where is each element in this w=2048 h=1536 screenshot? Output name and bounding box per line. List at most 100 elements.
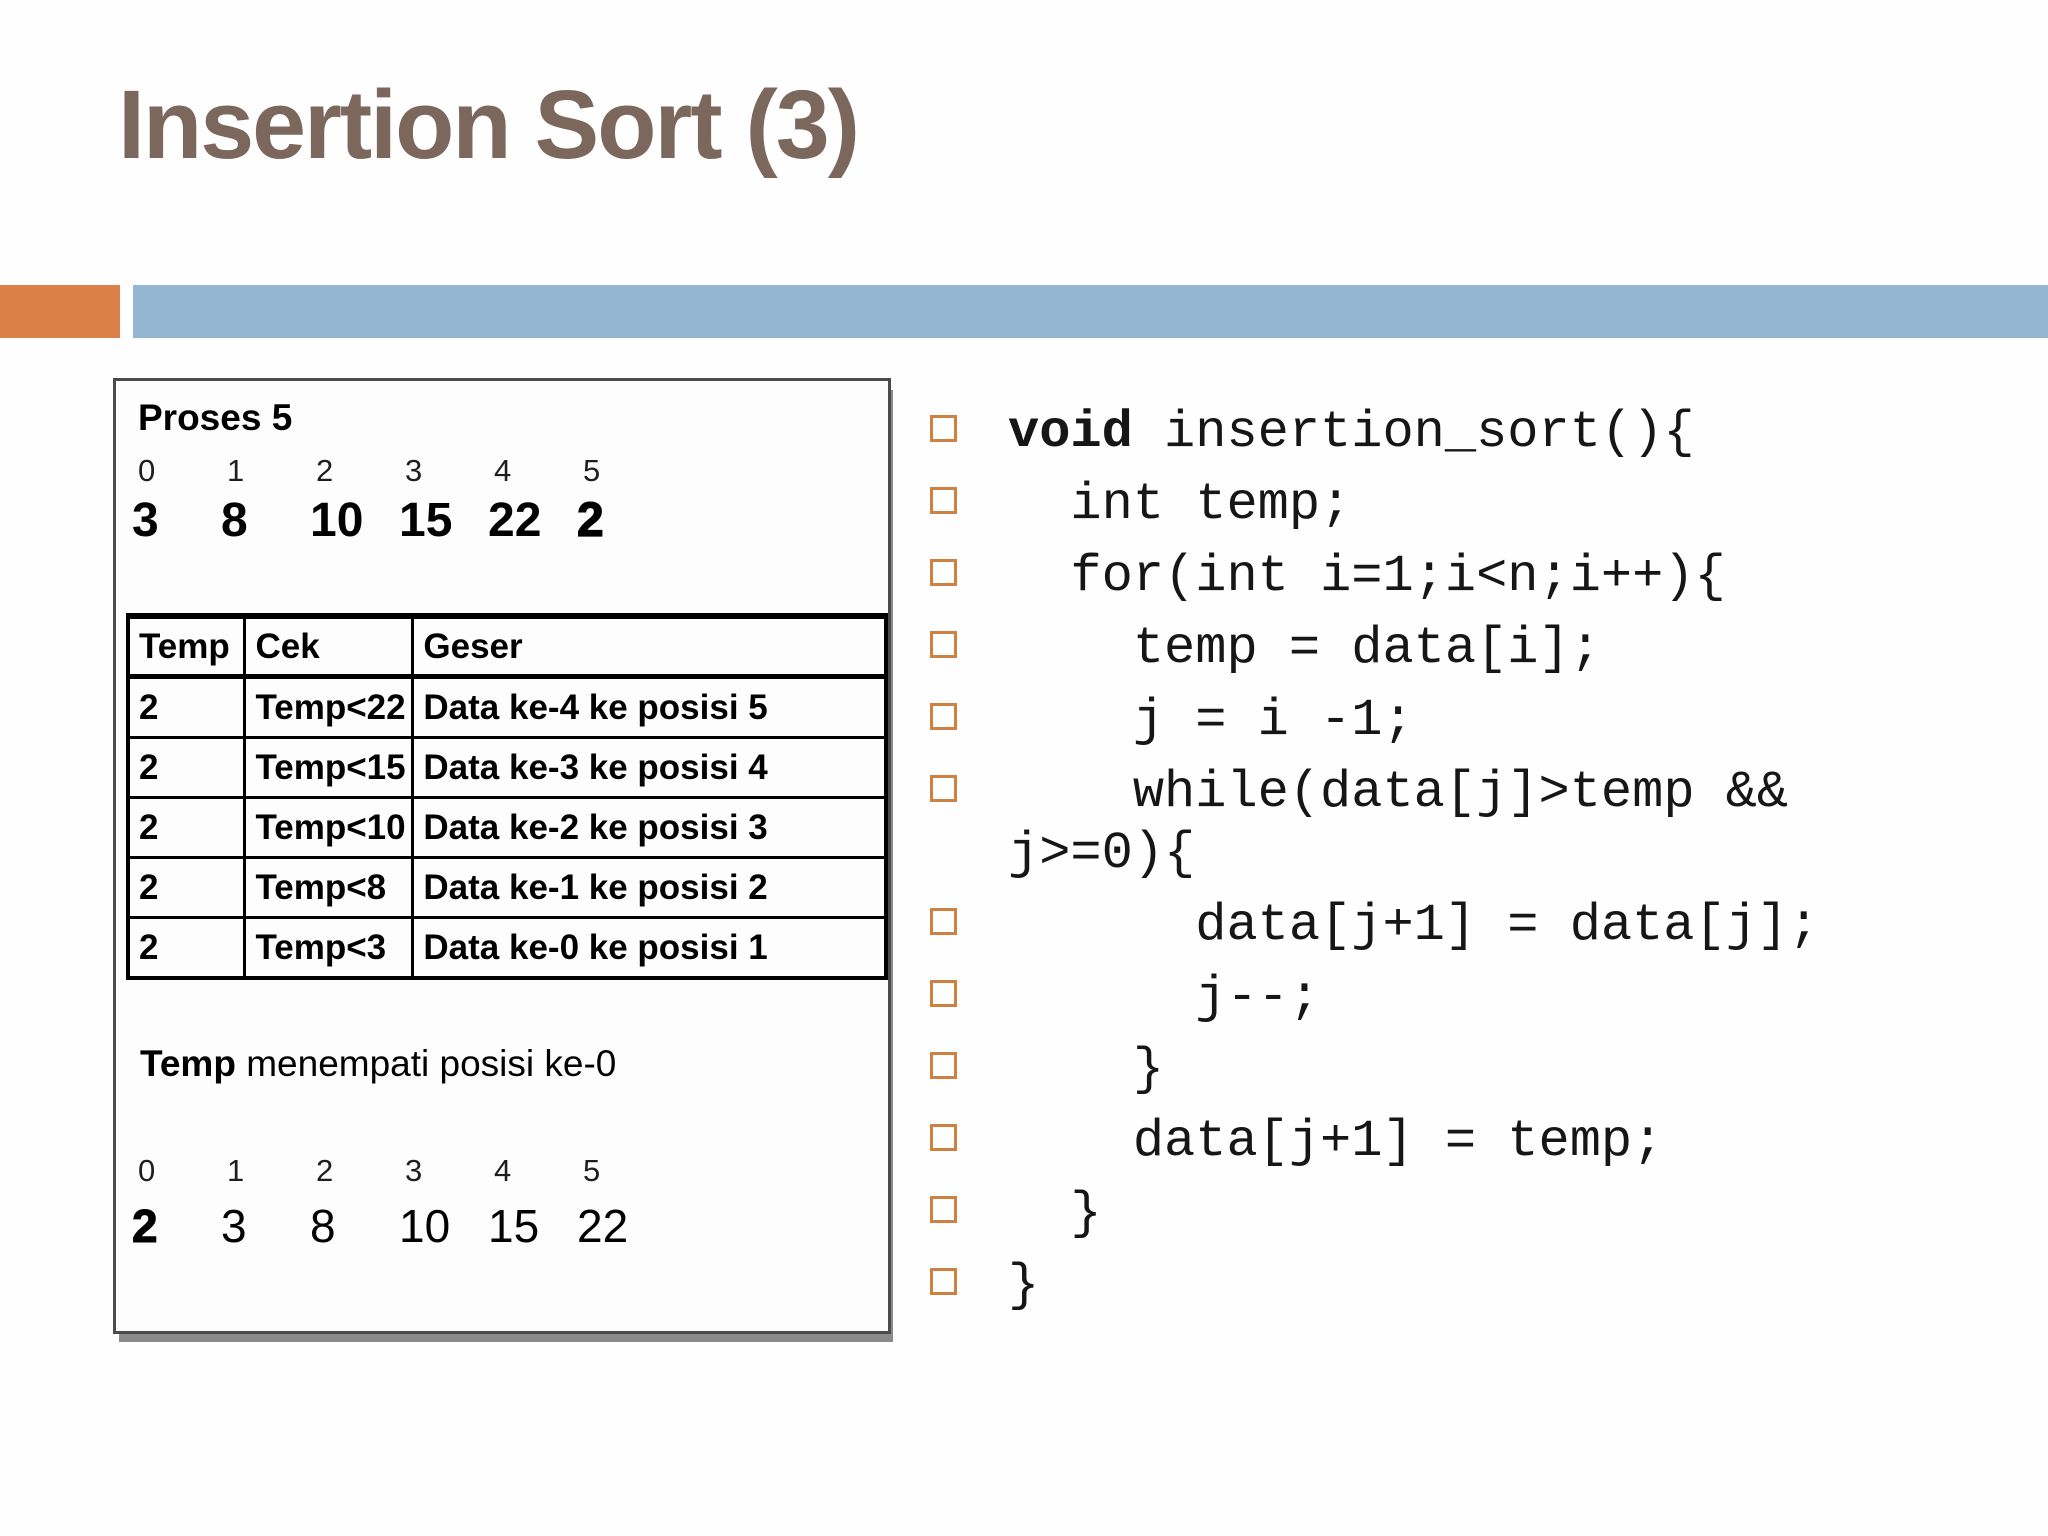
- code-rest: temp = data[i];: [1008, 619, 1601, 678]
- cell-cek: Temp<15: [243, 736, 415, 799]
- array-value: 22: [577, 1200, 629, 1252]
- array-index: 4: [494, 1153, 512, 1188]
- code-rest: for(int i=1;i<n;i++){: [1008, 547, 1726, 606]
- code-rest: data[j+1] = temp;: [1008, 1112, 1664, 1171]
- code-rest: int temp;: [1008, 475, 1352, 534]
- bullet-square-icon: [930, 1052, 957, 1079]
- result-label: Temp menempati posisi ke-0: [140, 1043, 616, 1085]
- code-text: int temp;: [1008, 474, 1351, 535]
- code-line: }: [930, 1039, 1990, 1100]
- code-line: int temp;: [930, 474, 1990, 535]
- bullet-square-icon: [930, 1124, 957, 1151]
- array-index: 1: [227, 1153, 245, 1188]
- cell-temp: 2: [126, 675, 247, 739]
- bullet-square-icon: [930, 703, 957, 730]
- code-line: data[j+1] = data[j];: [930, 895, 1990, 956]
- cell-cek: Temp<8: [243, 856, 415, 919]
- bullet-square-icon: [930, 631, 957, 658]
- bottom-array-value-row: 2 3 8 10 15 22: [131, 1199, 666, 1253]
- bullet-square-icon: [930, 775, 957, 802]
- bullet-square-icon: [930, 559, 957, 586]
- cell-cek: Temp<3: [243, 916, 415, 980]
- array-index: 5: [583, 453, 601, 488]
- trace-table: Temp Cek Geser 2 Temp<22 Data ke-4 ke po…: [126, 613, 888, 980]
- cell-cek: Temp<22: [243, 675, 415, 739]
- cell-temp: 2: [126, 856, 247, 919]
- array-value: 3: [132, 494, 159, 547]
- code-text: for(int i=1;i<n;i++){: [1008, 546, 1726, 607]
- code-line: data[j+1] = temp;: [930, 1111, 1990, 1172]
- bullet-square-icon: [930, 1268, 957, 1295]
- code-keyword: void: [1008, 403, 1133, 462]
- code-list: void insertion_sort(){ int temp; for(int…: [930, 402, 1990, 1327]
- cell-geser: Data ke-2 ke posisi 3: [411, 796, 888, 859]
- cell-temp: 2: [126, 796, 247, 859]
- bullet-square-icon: [930, 1196, 957, 1223]
- header-cek: Cek: [243, 614, 415, 679]
- array-value: 10: [310, 494, 364, 547]
- array-index: 2: [316, 1153, 334, 1188]
- top-array-index-row: 0 1 2 3 4 5: [138, 453, 672, 489]
- code-line: }: [930, 1255, 1990, 1316]
- code-line: j = i -1;: [930, 690, 1990, 751]
- code-line: for(int i=1;i<n;i++){: [930, 546, 1990, 607]
- bullet-square-icon: [930, 415, 957, 442]
- page-title: Insertion Sort (3): [118, 70, 860, 179]
- table-row: 2 Temp<8 Data ke-1 ke posisi 2: [126, 856, 888, 919]
- code-line: temp = data[i];: [930, 618, 1990, 679]
- array-value: 3: [221, 1200, 247, 1252]
- code-text: j--;: [1008, 967, 1320, 1028]
- table-row: 2 Temp<15 Data ke-3 ke posisi 4: [126, 736, 888, 799]
- table-row: 2 Temp<10 Data ke-2 ke posisi 3: [126, 796, 888, 859]
- cell-geser: Data ke-0 ke posisi 1: [411, 916, 888, 980]
- bullet-square-icon: [930, 980, 957, 1007]
- array-value: 8: [310, 1200, 336, 1252]
- table-header-row: Temp Cek Geser: [126, 614, 888, 679]
- array-index: 4: [494, 453, 512, 488]
- code-text: }: [1008, 1039, 1164, 1100]
- accent-bar-blue: [133, 285, 2048, 338]
- array-index: 5: [583, 1153, 601, 1188]
- code-rest: j = i -1;: [1008, 691, 1414, 750]
- bullet-square-icon: [930, 908, 957, 935]
- code-line: void insertion_sort(){: [930, 402, 1990, 463]
- accent-bar-orange: [0, 285, 120, 338]
- array-value-emphasis: 2: [576, 493, 604, 547]
- proses-label: Proses 5: [138, 397, 293, 438]
- code-text: }: [1008, 1183, 1101, 1244]
- table-row: 2 Temp<3 Data ke-0 ke posisi 1: [126, 916, 888, 980]
- code-rest: data[j+1] = data[j];: [1008, 896, 1820, 955]
- code-text: while(data[j]>temp && j>=0){: [1008, 762, 1788, 884]
- cell-geser: Data ke-1 ke posisi 2: [411, 856, 888, 919]
- array-index: 1: [227, 453, 245, 488]
- code-text: temp = data[i];: [1008, 618, 1601, 679]
- top-array-value-row: 3 8 10 15 22 2: [132, 493, 666, 548]
- result-label-head: Temp: [140, 1043, 236, 1084]
- trace-figure-panel: Proses 5 0 1 2 3 4 5 3 8 10 15 22 2 Temp…: [113, 378, 891, 1334]
- bullet-square-icon: [930, 487, 957, 514]
- array-value: 8: [221, 494, 248, 547]
- array-value-emphasis: 2: [131, 1199, 158, 1252]
- result-label-rest: menempati posisi ke-0: [235, 1043, 617, 1084]
- code-text: j = i -1;: [1008, 690, 1414, 751]
- cell-geser: Data ke-3 ke posisi 4: [411, 736, 888, 799]
- cell-cek: Temp<10: [243, 796, 415, 859]
- array-value: 15: [488, 1200, 540, 1252]
- code-text: void insertion_sort(){: [1008, 402, 1695, 463]
- code-text: data[j+1] = temp;: [1008, 1111, 1664, 1172]
- code-line: while(data[j]>temp && j>=0){: [930, 762, 1990, 884]
- code-line: }: [930, 1183, 1990, 1244]
- cell-temp: 2: [126, 916, 247, 980]
- array-index: 3: [405, 453, 423, 488]
- code-rest: }: [1008, 1256, 1040, 1315]
- code-rest: while(data[j]>temp && j>=0){: [1008, 763, 1789, 883]
- code-text: }: [1008, 1255, 1039, 1316]
- table-row: 2 Temp<22 Data ke-4 ke posisi 5: [126, 675, 888, 739]
- array-index: 2: [316, 453, 334, 488]
- code-line: j--;: [930, 967, 1990, 1028]
- cell-geser: Data ke-4 ke posisi 5: [411, 675, 888, 739]
- bottom-array-index-row: 0 1 2 3 4 5: [138, 1153, 672, 1189]
- code-text: data[j+1] = data[j];: [1008, 895, 1819, 956]
- code-rest: }: [1008, 1040, 1165, 1099]
